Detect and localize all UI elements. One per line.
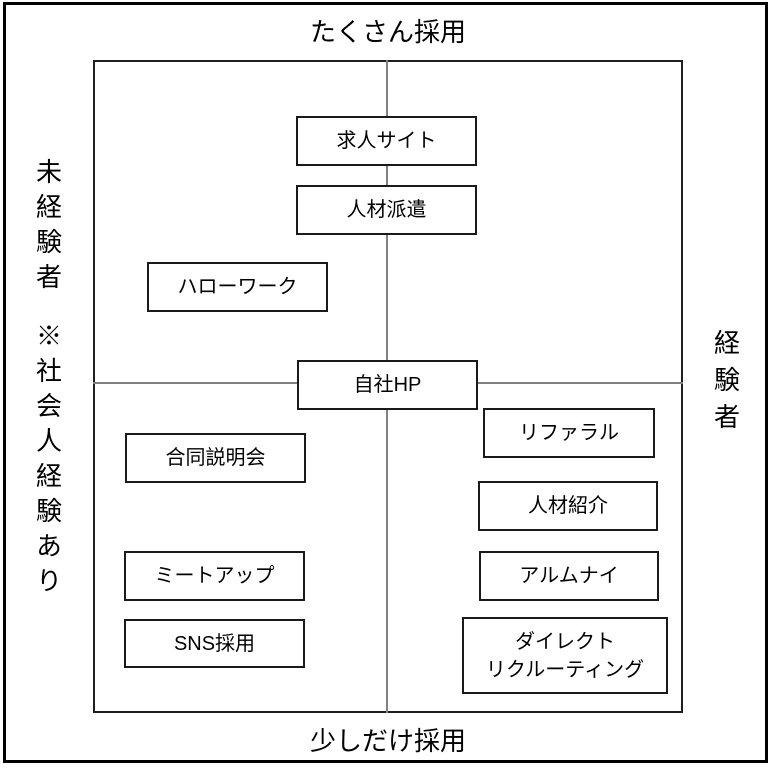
box-company-hp: 自社HP [297, 360, 478, 410]
box-referral: リファラル [483, 408, 655, 458]
box-job-site: 求人サイト [296, 116, 477, 166]
box-sns-recruiting: SNS採用 [124, 619, 305, 668]
bottom-axis-label: 少しだけ採用 [309, 726, 466, 756]
right-axis-label: 経験者 [710, 329, 742, 440]
outer-frame [3, 2, 768, 763]
box-joint-seminar: 合同説明会 [125, 433, 306, 483]
box-hello-work: ハローワーク [147, 262, 328, 312]
box-alumni: アルムナイ [479, 551, 659, 601]
box-direct-recruiting: ダイレクト リクルーティング [462, 617, 668, 694]
top-axis-label: たくさん採用 [309, 17, 466, 47]
right-axis-label-text: 経験者 [710, 329, 741, 440]
left-axis-label-line2: ※社会人経験あり [32, 322, 63, 602]
left-axis-label: 未経験者 ※社会人経験あり [31, 158, 65, 602]
left-axis-label-line1: 未経験者 [32, 158, 63, 298]
box-temp-staffing: 人材派遣 [296, 185, 477, 235]
box-meetup: ミートアップ [124, 551, 305, 601]
box-recruitment-agency: 人材紹介 [478, 481, 658, 531]
quadrant-area [93, 60, 683, 713]
